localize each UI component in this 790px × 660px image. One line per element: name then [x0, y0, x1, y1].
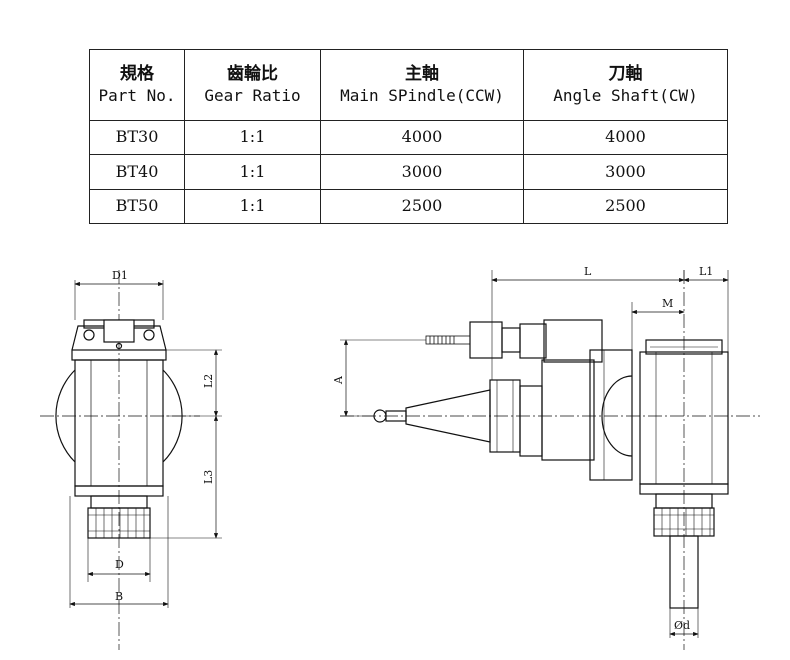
table-row: BT40 1:1 3000 3000: [89, 154, 728, 190]
table-cell: 1:1: [184, 119, 321, 156]
header-en: Part No.: [98, 86, 176, 106]
dim-l1: L1: [699, 265, 713, 278]
header-en: Main SPindle(CCW): [340, 86, 504, 106]
dim-m: M: [662, 297, 673, 310]
header-zh: 主軸: [405, 63, 439, 84]
dim-d: D: [115, 558, 124, 571]
dim-l2: L2: [202, 374, 215, 388]
header-zh: 齒輪比: [227, 63, 278, 84]
header-zh: 規格: [120, 63, 154, 84]
header-en: Gear Ratio: [204, 86, 301, 106]
table-cell: 3000: [523, 154, 728, 190]
header-en: Angle Shaft(CW): [553, 86, 698, 106]
table-cell: 4000: [320, 119, 524, 156]
table-cell: BT40: [89, 154, 185, 190]
table-cell: 1:1: [184, 188, 321, 225]
dim-l: L: [584, 265, 592, 278]
dim-l3: L3: [202, 470, 215, 484]
dim-od: Ød: [674, 619, 690, 632]
table-row: BT50 1:1 2500 2500: [89, 188, 728, 225]
table-cell: 2500: [320, 188, 524, 225]
technical-drawing: D1 L2 L3 D B: [40, 265, 760, 650]
table-cell: 3000: [320, 154, 524, 190]
table-cell: 2500: [523, 188, 728, 225]
table-cell: BT30: [89, 119, 185, 156]
table-row: BT30 1:1 4000 4000: [89, 119, 728, 156]
front-view: [40, 270, 222, 650]
dim-a: A: [332, 375, 345, 385]
dim-d1: D1: [112, 269, 128, 282]
dim-b: B: [115, 590, 123, 603]
table-cell: 1:1: [184, 154, 321, 190]
table-cell: 4000: [523, 119, 728, 156]
table-cell: BT50: [89, 188, 185, 225]
header-zh: 刀軸: [608, 63, 643, 84]
side-view: [340, 270, 760, 650]
